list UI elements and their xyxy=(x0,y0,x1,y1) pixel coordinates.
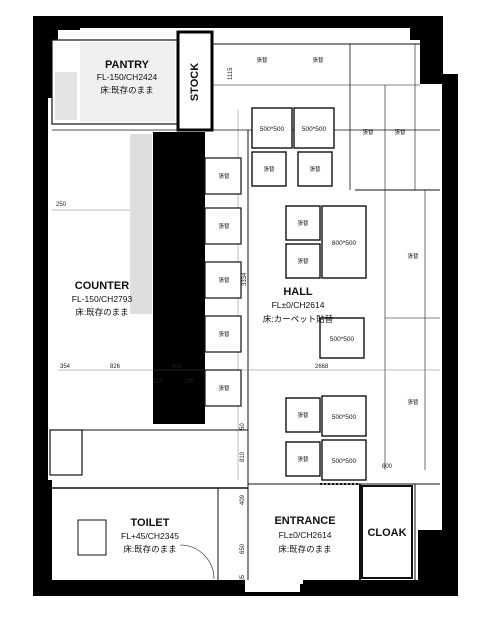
counter-level: FL-150/CH2793 xyxy=(72,294,133,304)
seat-label: 張替 xyxy=(297,257,309,265)
hall-name: HALL xyxy=(283,286,313,298)
seat-label: 張替 xyxy=(362,128,374,136)
seat-label: 張替 xyxy=(394,128,406,136)
seat-label: 張替 xyxy=(407,252,419,260)
interior-walls xyxy=(49,43,440,580)
stock-name: STOCK xyxy=(189,63,201,101)
seat-box xyxy=(251,151,287,187)
table-size-label: 500*500 xyxy=(260,126,285,133)
table-500 xyxy=(251,107,293,149)
pantry-floor: 床:既存のまま xyxy=(100,85,153,95)
entrance-floor: 床:既存のまま xyxy=(278,544,331,554)
seat-label: 張替 xyxy=(256,56,268,64)
dim-810: 810 xyxy=(240,451,246,462)
seat-label: 張替 xyxy=(297,411,309,419)
dim-50: 50 xyxy=(240,423,246,430)
dim-3334: 3334 xyxy=(242,272,248,286)
dim-295: 295 xyxy=(184,379,195,385)
table-size-label: 500*500 xyxy=(332,414,357,421)
cloak-name: CLOAK xyxy=(367,527,406,539)
counter-name: COUNTER xyxy=(75,280,129,292)
dim-105: 105 xyxy=(240,574,246,585)
dim-170: 170 xyxy=(153,379,164,385)
seat-label: 張替 xyxy=(218,222,230,230)
seat-label: 張替 xyxy=(309,165,321,173)
seat-box xyxy=(285,397,321,433)
dim-1115: 1115 xyxy=(228,67,234,80)
table-size-label: 500*500 xyxy=(332,458,357,465)
table-500 xyxy=(321,439,367,481)
seat-box xyxy=(204,157,242,195)
seat-label: 張替 xyxy=(218,172,230,180)
seat-box xyxy=(204,207,242,245)
table-500 xyxy=(319,317,365,359)
seat-box xyxy=(204,369,242,407)
seat-label: 張替 xyxy=(297,455,309,463)
dim-650: 650 xyxy=(240,543,246,554)
pantry-level: FL-150/CH2424 xyxy=(97,72,158,82)
seat-label: 張替 xyxy=(263,165,275,173)
hall-floor: 床:カーペット貼替 xyxy=(263,314,334,324)
table-size-label: 800*500 xyxy=(332,240,357,247)
dim-250: 250 xyxy=(56,202,67,208)
seat-box xyxy=(204,261,242,299)
counter-bar xyxy=(153,132,205,424)
tables xyxy=(251,107,413,579)
pantry-room xyxy=(51,39,179,125)
cloak-box xyxy=(361,485,413,579)
seat-box xyxy=(285,243,321,279)
seat-label: 張替 xyxy=(312,56,324,64)
table-labels: 500*500 500*500 800*500 500*500 500*500 … xyxy=(260,126,357,465)
dim-354: 354 xyxy=(60,364,71,370)
toilet-floor: 床:既存のまま xyxy=(123,544,176,554)
table-500 xyxy=(321,395,367,437)
dimension-labels: 1115 250 3334 354 826 600 170 295 2668 5… xyxy=(56,67,393,585)
table-800 xyxy=(321,205,367,279)
counter-floor: 床:既存のまま xyxy=(75,307,128,317)
counter-gray-strip xyxy=(130,134,152,314)
seat-labels: 張替 張替 張替 張替 張替 張替 張替 張替 張替 張替 張替 張替 張替 張… xyxy=(218,56,419,463)
seat-box xyxy=(285,441,321,477)
seat-label: 張替 xyxy=(218,276,230,284)
room-labels: PANTRY FL-150/CH2424 床:既存のまま STOCK COUNT… xyxy=(72,59,407,554)
seat-label: 張替 xyxy=(218,330,230,338)
seat-label: 張替 xyxy=(297,219,309,227)
dim-2668: 2668 xyxy=(315,364,329,370)
seat-column xyxy=(204,157,242,407)
seat-box xyxy=(297,151,333,187)
table-size-label: 500*500 xyxy=(302,126,327,133)
stock-room xyxy=(176,30,214,132)
entrance-name: ENTRANCE xyxy=(274,515,335,527)
dim-826: 826 xyxy=(110,364,121,370)
seat-label: 張替 xyxy=(407,398,419,406)
hall-level: FL±0/CH2614 xyxy=(272,300,325,310)
toilet-level: FL+45/CH2345 xyxy=(121,531,179,541)
table-size-label: 500*500 xyxy=(330,336,355,343)
seat-box xyxy=(204,315,242,353)
seat-box xyxy=(285,205,321,241)
dim-600b: 600 xyxy=(382,464,393,470)
toilet-name: TOILET xyxy=(131,517,170,529)
pantry-name: PANTRY xyxy=(105,59,150,71)
dim-600: 600 xyxy=(172,364,183,370)
table-500 xyxy=(293,107,335,149)
entrance-level: FL±0/CH2614 xyxy=(279,530,332,540)
seat-label: 張替 xyxy=(218,384,230,392)
dim-409: 409 xyxy=(240,494,246,505)
